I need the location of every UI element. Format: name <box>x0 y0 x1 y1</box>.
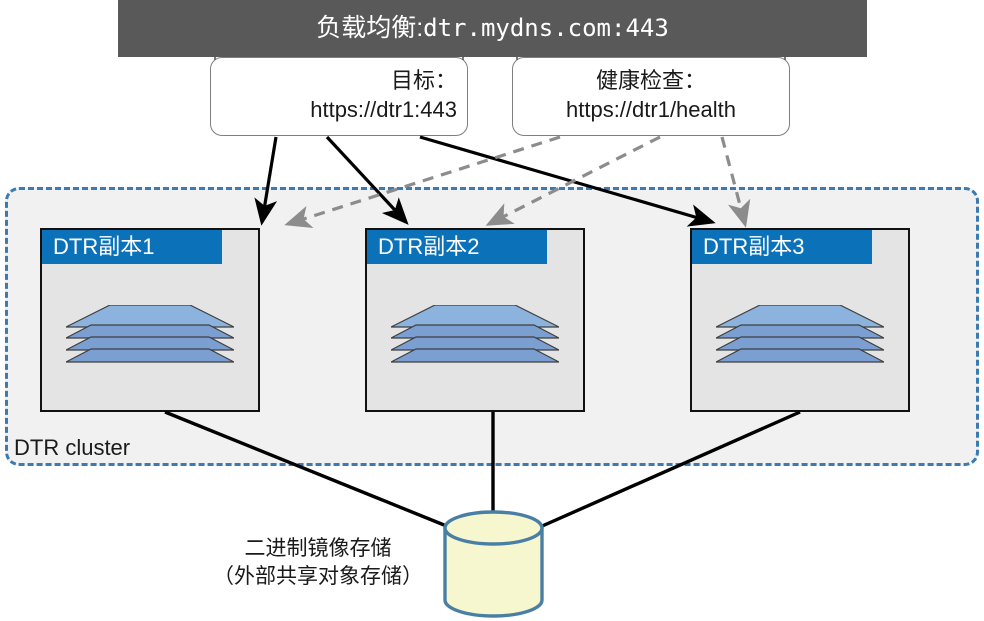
callout-target: 目标： https://dtr1:443 <box>210 57 468 136</box>
callout-target-title: 目标： <box>390 68 457 94</box>
layers-icon <box>65 304 235 372</box>
dtr-replica-1-title: DTR副本1 <box>53 234 155 259</box>
dtr-replica-1-title-bar: DTR副本1 <box>42 230 223 264</box>
dtr-cluster-label: DTR cluster <box>14 435 131 460</box>
load-balancer-label-cn: 负载均衡: <box>316 14 424 42</box>
database-cylinder-icon <box>443 510 544 618</box>
load-balancer-address: dtr.mydns.com:443 <box>423 14 669 42</box>
layers-icon <box>715 304 885 372</box>
storage-label: 二进制镜像存储 （外部共享对象存储） <box>198 535 438 592</box>
dtr-replica-2-title-bar: DTR副本2 <box>367 230 548 264</box>
callout-health-check-value: https://dtr1/health <box>566 96 736 122</box>
dtr-replica-3-title-bar: DTR副本3 <box>692 230 873 264</box>
layers-icon <box>390 304 560 372</box>
callout-health-check: 健康检查： https://dtr1/health <box>512 57 790 136</box>
dtr-replica-2: DTR副本2 <box>365 228 585 412</box>
callout-health-check-title: 健康检查： <box>595 68 706 94</box>
storage-label-line1: 二进制镜像存储 <box>244 537 392 560</box>
dtr-replica-2-title: DTR副本2 <box>378 234 480 259</box>
dtr-replica-1: DTR副本1 <box>40 228 260 412</box>
storage-label-line2: （外部共享对象存储） <box>213 565 423 589</box>
dtr-replica-3: DTR副本3 <box>690 228 910 412</box>
callout-target-value: https://dtr1:443 <box>310 96 457 122</box>
dtr-replica-3-title: DTR副本3 <box>703 234 805 259</box>
load-balancer-label: 负载均衡:dtr.mydns.com:443 <box>316 16 669 41</box>
load-balancer-bar: 负载均衡:dtr.mydns.com:443 <box>118 0 867 57</box>
